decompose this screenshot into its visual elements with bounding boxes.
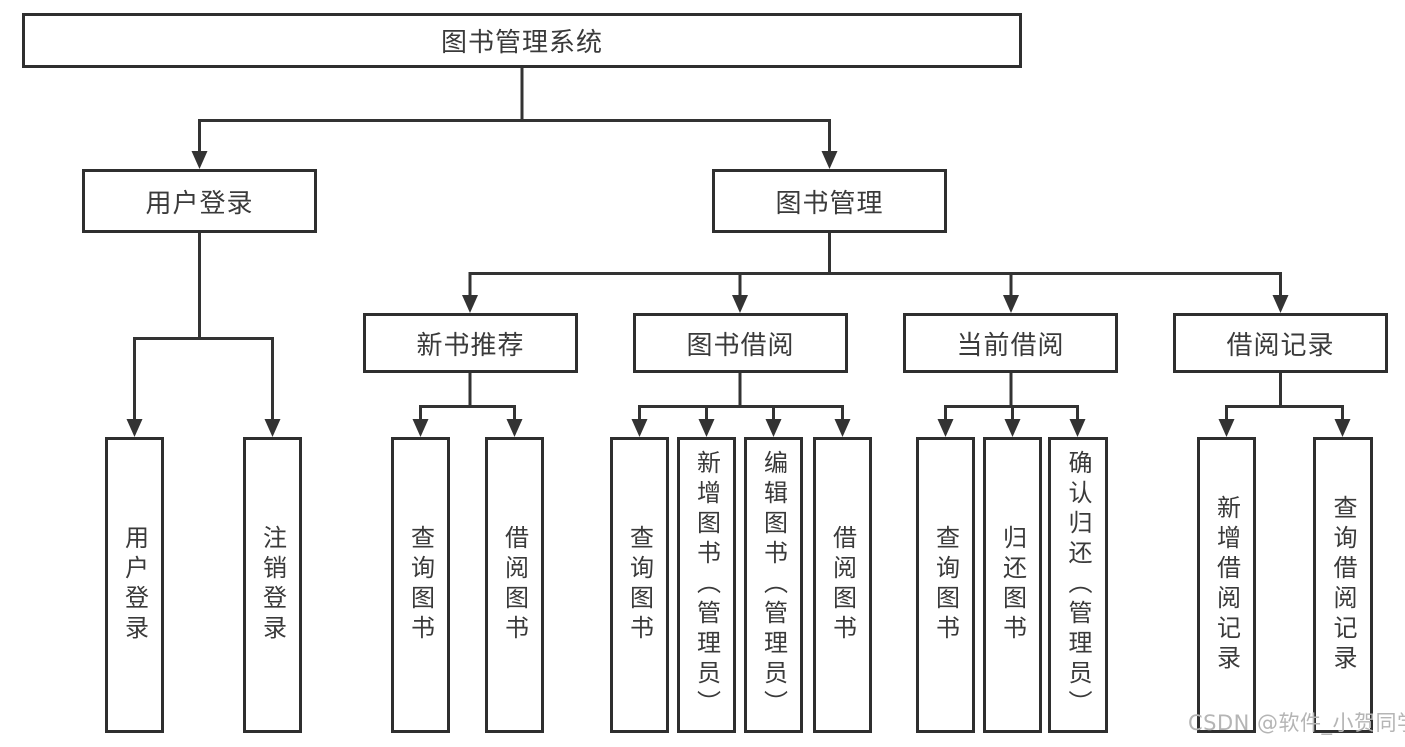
node-new-book-recommend-label: 新书推荐	[416, 330, 525, 361]
leaf-borrow-books-under-borrow-label: 借阅图书	[828, 525, 857, 645]
leaf-confirm-return-admin: 确认归还（管理员）	[1048, 437, 1108, 733]
leaf-query-books-under-borrow: 查询图书	[610, 437, 669, 733]
leaf-add-borrow-record-label: 新增借阅记录	[1212, 495, 1241, 675]
connector-new-book-recommend-children	[412, 373, 523, 437]
node-root-system: 图书管理系统	[22, 13, 1022, 68]
leaf-return-books: 归还图书	[983, 437, 1042, 733]
connector-root-to-level1	[191, 68, 838, 169]
leaf-logout-label: 注销登录	[258, 525, 287, 645]
leaf-borrow-books-under-recommend-label: 借阅图书	[500, 525, 529, 645]
csdn-watermark: CSDN @软件_小贺同学	[1188, 711, 1405, 735]
node-borrow-record-label: 借阅记录	[1226, 330, 1335, 361]
connector-user-login-children	[126, 233, 281, 437]
leaf-edit-books-admin: 编辑图书（管理员）	[744, 437, 803, 733]
node-current-borrow-label: 当前借阅	[956, 330, 1065, 361]
node-new-book-recommend: 新书推荐	[363, 313, 578, 373]
node-root-system-label: 图书管理系统	[440, 28, 603, 58]
leaf-query-books-under-recommend-label: 查询图书	[406, 525, 435, 645]
leaf-confirm-return-admin-label: 确认归还（管理员）	[1064, 450, 1092, 720]
leaf-user-login-label: 用户登录	[120, 525, 149, 645]
leaf-query-borrow-record-label: 查询借阅记录	[1329, 495, 1357, 675]
leaf-query-books-under-current: 查询图书	[916, 437, 975, 733]
leaf-edit-books-admin-label: 编辑图书（管理员）	[759, 450, 788, 720]
leaf-add-books-admin-label: 新增图书（管理员）	[692, 450, 721, 720]
leaf-borrow-books-under-recommend: 借阅图书	[485, 437, 544, 733]
leaf-user-login: 用户登录	[105, 437, 164, 733]
node-borrow-record: 借阅记录	[1173, 313, 1388, 373]
connector-current-borrow-children	[937, 373, 1086, 437]
leaf-return-books-label: 归还图书	[998, 525, 1027, 645]
leaf-query-books-under-borrow-label: 查询图书	[625, 525, 654, 645]
connector-book-management-children	[462, 233, 1289, 313]
node-book-borrow-label: 图书借阅	[686, 330, 795, 361]
leaf-query-borrow-record: 查询借阅记录	[1313, 437, 1373, 733]
leaf-query-books-under-recommend: 查询图书	[391, 437, 450, 733]
node-book-management-label: 图书管理	[775, 188, 884, 219]
connector-borrow-record-children	[1218, 373, 1351, 437]
node-book-management: 图书管理	[712, 169, 947, 233]
node-user-login-label: 用户登录	[145, 188, 254, 219]
leaf-query-books-under-current-label: 查询图书	[931, 525, 960, 645]
leaf-logout: 注销登录	[243, 437, 302, 733]
leaf-add-books-admin: 新增图书（管理员）	[677, 437, 736, 733]
node-current-borrow: 当前借阅	[903, 313, 1118, 373]
leaf-add-borrow-record: 新增借阅记录	[1197, 437, 1256, 733]
connector-book-borrow-children	[631, 373, 851, 437]
node-book-borrow: 图书借阅	[633, 313, 848, 373]
node-user-login: 用户登录	[82, 169, 317, 233]
leaf-borrow-books-under-borrow: 借阅图书	[813, 437, 872, 733]
